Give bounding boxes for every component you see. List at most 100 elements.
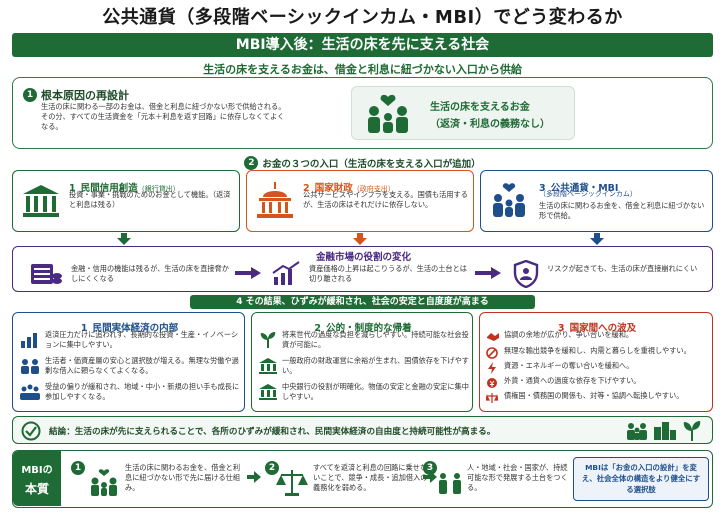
essence-step: 2 (265, 457, 283, 476)
bank-icon (21, 183, 61, 219)
essence-step-text: すべてを返済と利息の回路に乗せないことで、競争・成長・追加借入の義務化を弱める。 (313, 463, 428, 492)
result-private-economy: 1 民間実体経済の内部 返済圧力だけに追われず、長期的な投資・生産・イノベーショ… (12, 312, 245, 412)
entrance-private-credit: 1 民間信用創造（銀行貸出） 投資・事業・挑戦のためのお金として機能。（返済と利… (12, 170, 240, 232)
arrow-down-icon (353, 233, 367, 245)
family-heart-icon (87, 467, 121, 497)
sprout-icon (258, 331, 278, 349)
entrance-num: 1 (69, 183, 76, 194)
entrance-body: 投資・事業・挑戦のためのお金として機能。（返済と利息は残る） (69, 190, 231, 209)
page-title: 公共通貨（多段階ベーシックインカム・MBI）でどう変わるか (102, 7, 623, 28)
section-title: 根本原因の再設計 (41, 89, 129, 102)
entrance-public-currency: 3 公共通貨・MBI （多段階ベーシックインカム） 生活の床に関わるお金を、借金… (480, 170, 713, 232)
section-result-header: 4 その結果、ひずみが緩和され、社会の安定と自度度が高まる (190, 295, 535, 309)
finance-step2: 資産価格の上昇は起こりうるが、生活の土台とは切り離される (309, 264, 467, 283)
entrance-body: 公共サービスやインフラを支える。国債も活用するが、生活の床はそれだけに依存しない… (303, 190, 468, 209)
section-title: お金の３つの入口（生活の床を支える入口が追加） (262, 159, 481, 170)
entrance-title: 公共通貨・MBI (550, 183, 619, 194)
conclusion-box: 結論：生活の床が先に支えられることで、各所のひずみが緩和され、民間実体経済の自由… (12, 416, 713, 444)
entrance-num: 3 (539, 183, 546, 194)
section-number: 2 (244, 155, 259, 170)
finance-step3: リスクが起きても、生活の床が直接崩れにくい (547, 264, 698, 273)
essence-step-text: 人・地域・社会・国家が、持続可能な形で発展する土台をつくる。 (467, 463, 568, 492)
arrow-right-icon (235, 267, 261, 279)
result-title: 民間実体経済の内部 (92, 323, 179, 334)
result-item: 将来世代の過度な負担を減らしやすい。持続可能な社会投資が可能に。 (282, 330, 469, 349)
entrance-num: 2 (303, 183, 310, 194)
community-icon (437, 467, 465, 497)
section-title: その結果、ひずみが緩和され、社会の安定と自度度が高まる (245, 297, 489, 307)
people-icon (625, 421, 649, 441)
result-item: 協調の余地が広がり、争い合いを緩和。 (504, 330, 634, 339)
step-number: 3 (423, 460, 437, 475)
result-num: 1 (80, 323, 88, 334)
arrow-right-icon (247, 471, 261, 483)
arrow-right-icon (475, 267, 501, 279)
government-building-icon (258, 357, 278, 375)
entrance-title: 国家財政 (314, 183, 353, 194)
result-public-institutions: 2 公的・制度的な帰着 将来世代の過度な負担を減らしやすい。持続可能な社会投資が… (251, 312, 473, 412)
finance-market-box: 金融市場の役割の変化 金融・信用の機能は残るが、生活の床を直接脅かしにくくなる … (12, 246, 713, 292)
bank-icon (258, 383, 278, 401)
arrow-down-icon (117, 233, 131, 245)
result-item: 受益の偏りが緩和され、地域・中小・新規の担い手も成長に参加しやすくなる。 (45, 382, 240, 401)
government-building-icon (255, 181, 295, 219)
result-item: 中央銀行の役割が明確化。物価の安定と金融の安定に集中しやすい。 (282, 382, 469, 401)
step-number: 1 (71, 460, 85, 475)
shield-person-icon (513, 260, 539, 288)
check-circle-icon (21, 421, 41, 441)
result-item: 資源・エネルギーの奪い合いを緩和へ。 (504, 361, 634, 370)
result-item: 返済圧力だけに追われず、長期的な投資・生産・イノベーションに集中しやすい。 (45, 330, 239, 349)
essence-label: MBIの 本質 (13, 451, 61, 506)
entrance-body: 生活の床に関わるお金を、借金と利息に紐づかない形で供給。 (539, 201, 705, 220)
result-item: 一般政府の財政運営に余裕が生まれ、国債依存を下げやすい。 (282, 356, 469, 375)
ban-icon (486, 347, 498, 359)
entrance-tag: （政府支出） (352, 185, 395, 193)
callout-line1: 生活の床を支えるお金 (430, 102, 530, 113)
entrance-national-finance: 2 国家財政（政府支出） 公共サービスやインフラを支える。国債も活用するが、生活… (246, 170, 474, 232)
essence-summary: MBIは「お金の入口の設計」を変え、社会全体の構造をより健全にする選択肢 (581, 463, 701, 494)
step-number: 2 (265, 460, 279, 475)
result-num: 3 (557, 323, 565, 334)
family-heart-icon (360, 93, 416, 135)
result-international: 3 国家間への波及 協調の余地が広がり、争い合いを緩和。 無理な輸出競争を緩和し… (479, 312, 713, 412)
result-title: 公的・制度的な帰着 (326, 323, 412, 334)
section-number: 4 (236, 297, 243, 307)
city-icon (653, 421, 677, 441)
essence-step: 3 (423, 457, 441, 476)
scale-icon (275, 467, 309, 497)
coins-icon (29, 261, 63, 287)
currency-icon (486, 377, 498, 389)
balance-icon (486, 392, 498, 404)
essence-label-line1: MBIの (21, 465, 53, 476)
result-item: 債権国・債務国の関係も、対等・協調へ転換しやすい。 (504, 391, 684, 400)
entrance-tag: （多段階ベーシックインカム） (539, 190, 637, 198)
result-title: 国家間への波及 (569, 323, 637, 334)
conclusion-text: 結論：生活の床が先に支えられることで、各所のひずみが緩和され、民間実体経済の自由… (49, 427, 496, 437)
family-icon (19, 357, 41, 375)
group-icon (19, 383, 41, 401)
handshake-icon (486, 332, 500, 342)
entrance-title: 民間信用創造 (80, 183, 138, 194)
callout-line2: （返済・利息の義務なし） (430, 119, 550, 130)
energy-icon (486, 362, 498, 374)
subline: 生活の床を支えるお金は、借金と利息に紐づかない入口から供給 (203, 63, 522, 76)
essence-step: 1 (71, 457, 89, 476)
result-num: 2 (314, 323, 321, 334)
essence-box: MBIの 本質 1 生活の床に関わるお金を、借金と利息に紐づかない形で先に届ける… (12, 450, 713, 508)
main-banner: MBI導入後：生活の床を先に支える社会 (12, 33, 713, 57)
arrow-down-icon (590, 233, 604, 245)
growth-chart-icon (19, 331, 41, 349)
finance-step1: 金融・信用の機能は残るが、生活の床を直接脅かしにくくなる (71, 264, 229, 283)
essence-step-text: 生活の床に関わるお金を、借金と利息に紐づかない形で先に届ける仕組み。 (125, 463, 241, 492)
result-item: 外貨・通貨への過度な依存を下げやすい。 (504, 376, 641, 385)
result-item: 無理な輸出競争を緩和し、内需と暮らしを重視しやすい。 (504, 346, 691, 355)
growth-chart-icon (271, 261, 301, 287)
essence-summary-box: MBIは「お金の入口の設計」を変え、社会全体の構造をより健全にする選択肢 (573, 457, 709, 501)
family-heart-icon (489, 181, 529, 221)
entrance-tag: （銀行貸出） (137, 185, 180, 193)
sprout-icon (681, 420, 703, 442)
section-root-cause-body: 生活の床に関わる一部のお金は、借金と利息に紐づかない形で供給される。その分、すべ… (41, 102, 286, 131)
